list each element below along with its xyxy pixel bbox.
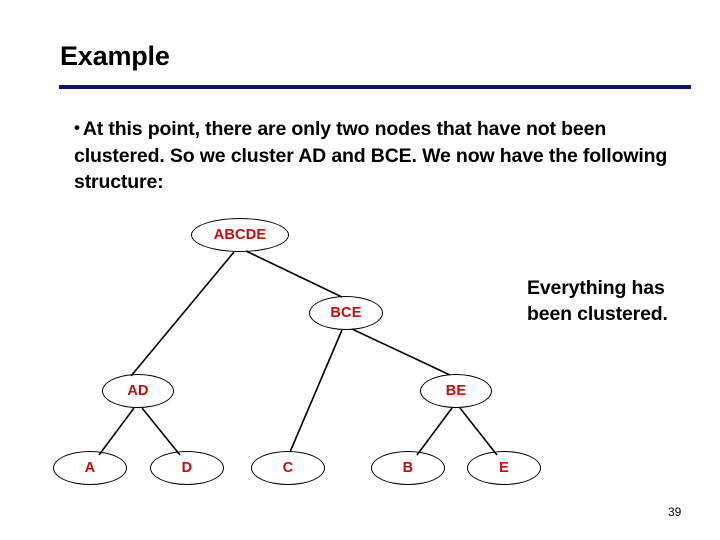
tree-node-label: C: [282, 459, 294, 476]
tree-edge-ad-to-d: [141, 407, 181, 456]
tree-edge-be-to-e: [459, 407, 498, 456]
tree-node-label: D: [181, 459, 193, 476]
tree-edge-bce-to-be: [351, 328, 451, 376]
tree-node-abcde[interactable]: ABCDE: [191, 218, 289, 252]
tree-node-label: BE: [445, 382, 467, 399]
tree-node-be[interactable]: BE: [420, 374, 492, 408]
tree-edge-ad-to-a: [98, 407, 135, 456]
bullet-marker-icon: •: [74, 118, 80, 137]
bullet-text: At this point, there are only two nodes …: [74, 118, 668, 194]
tree-node-label: B: [402, 459, 414, 476]
tree-node-c[interactable]: C: [251, 451, 325, 485]
side-note-text: Everything has been clustered.: [527, 277, 668, 325]
tree-node-ad[interactable]: AD: [102, 374, 174, 408]
tree-node-label: AD: [127, 382, 149, 399]
tree-edge-bce-to-c: [289, 329, 343, 453]
tree-node-a[interactable]: A: [53, 451, 127, 485]
tree-node-label: A: [84, 459, 96, 476]
tree-node-label: E: [499, 459, 509, 476]
tree-edge-abcde-to-bce: [245, 250, 343, 298]
bullet-paragraph: •At this point, there are only two nodes…: [74, 116, 674, 196]
tree-node-b[interactable]: B: [371, 451, 445, 485]
tree-edge-abcde-to-ad: [130, 251, 235, 377]
tree-node-label: BCE: [330, 304, 362, 321]
page-title: Example: [60, 41, 170, 71]
tree-node-label: ABCDE: [213, 226, 267, 243]
tree-node-bce[interactable]: BCE: [309, 296, 383, 330]
tree-node-d[interactable]: D: [150, 451, 224, 485]
slide-page-number: 39: [668, 505, 682, 519]
tree-node-e[interactable]: E: [467, 451, 541, 485]
tree-edge-be-to-b: [416, 407, 453, 456]
title-divider-rule: [59, 85, 691, 89]
